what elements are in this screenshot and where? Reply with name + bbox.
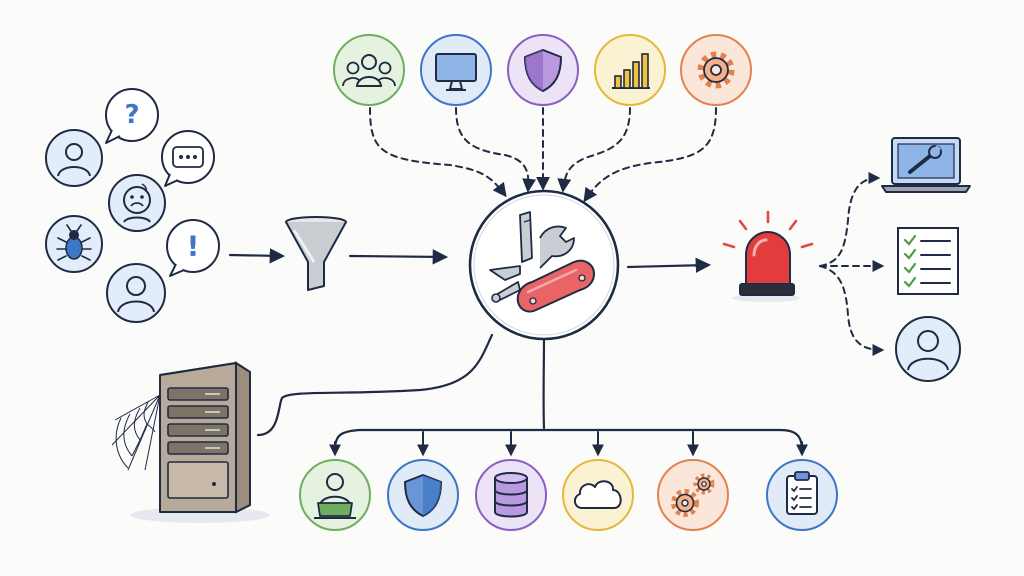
person-icon: [106, 263, 166, 323]
dashed-alert-to-person: [819, 265, 885, 356]
bottom-outputs: [299, 459, 838, 531]
dashed-connector-gear: [583, 107, 717, 203]
shield-icon: [507, 34, 579, 106]
arrow-funnel-to-hub: [348, 249, 449, 265]
distribution-bus: [333, 428, 804, 452]
bug-icon: [45, 215, 103, 273]
dashed-connector-monitor: [455, 107, 537, 193]
funnel-icon: [285, 216, 347, 291]
gear-icon: [680, 34, 752, 106]
person-laptop-icon: [299, 459, 371, 531]
dashed-connector-chart: [557, 107, 631, 193]
cobweb-icon: [111, 394, 161, 471]
arrow-inputs-to-funnel: [228, 248, 286, 264]
person-icon: [895, 316, 961, 382]
connectors: [228, 107, 885, 457]
arrow-hub-to-alert: [626, 257, 712, 274]
gears-icon: [657, 459, 729, 531]
siren-icon: [722, 210, 814, 302]
connector-server-to-hub: [256, 333, 494, 437]
chat-bubble-icon: [161, 130, 215, 187]
shield-icon: [387, 459, 459, 531]
top-sources: [333, 34, 752, 106]
question-bubble-icon: ?: [105, 88, 159, 144]
clipboard-icon: [766, 459, 838, 531]
laptop-wrench-icon: [881, 137, 971, 193]
bar-chart-icon: [594, 34, 666, 106]
server-rack-cobweb-icon: [111, 361, 270, 523]
team-icon: [333, 34, 405, 106]
cloud-icon: [562, 459, 634, 531]
database-icon: [475, 459, 547, 531]
exclamation-bubble-icon: !: [166, 219, 220, 277]
dashed-connector-team: [369, 107, 507, 198]
input-cluster: ?: [45, 88, 220, 323]
checklist-icon: [897, 227, 959, 295]
sad-face-icon: [108, 174, 166, 232]
monitor-icon: [420, 34, 492, 106]
question-mark-glyph: ?: [124, 100, 139, 130]
dashed-alert-to-laptop: [819, 172, 881, 267]
exclamation-glyph: !: [187, 230, 200, 263]
person-icon: [45, 129, 103, 187]
alert-outputs: [881, 137, 971, 382]
multi-tool-icon: [468, 189, 620, 341]
